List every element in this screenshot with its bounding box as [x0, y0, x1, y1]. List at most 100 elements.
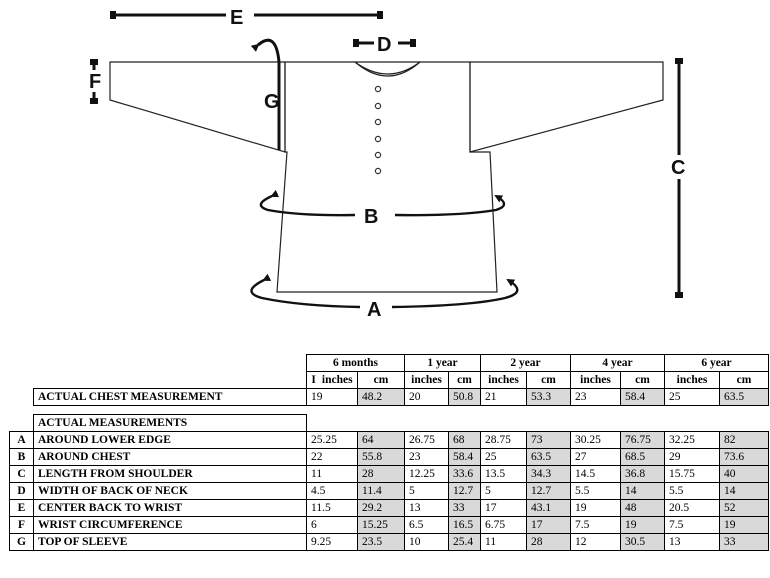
unit-cm: cm — [357, 371, 405, 389]
unit-cm: cm — [719, 371, 769, 389]
cell: 28.75 — [480, 431, 527, 449]
cell: 22 — [306, 448, 358, 466]
cell: 25.25 — [306, 431, 358, 449]
dimension-g — [250, 38, 281, 150]
cell: 50.8 — [448, 388, 481, 406]
row-label: AROUND LOWER EDGE — [33, 431, 307, 449]
cell: 30.5 — [620, 533, 665, 551]
cell: 11.5 — [306, 499, 358, 517]
dimension-d — [353, 32, 416, 54]
label-a: A — [367, 299, 381, 321]
row-letter: A — [9, 431, 34, 449]
cell: 23.5 — [357, 533, 405, 551]
cell: 33 — [448, 499, 481, 517]
cell: 19 — [719, 516, 769, 534]
cell: 26.75 — [404, 431, 449, 449]
row-label: WIDTH OF BACK OF NECK — [33, 482, 307, 500]
label-b: B — [364, 206, 378, 228]
cell: 12 — [570, 533, 621, 551]
label-c: C — [671, 157, 685, 179]
cell: 30.25 — [570, 431, 621, 449]
cell: 15.75 — [664, 465, 720, 483]
row-label: TOP OF SLEEVE — [33, 533, 307, 551]
size-1-year: 1 year — [404, 354, 481, 372]
dimension-a — [250, 273, 519, 309]
cell: 68.5 — [620, 448, 665, 466]
cell: 21 — [480, 388, 527, 406]
cell: 19 — [570, 499, 621, 517]
cell: 25 — [480, 448, 527, 466]
cell: 11 — [480, 533, 527, 551]
cell: 32.25 — [664, 431, 720, 449]
cell: 82 — [719, 431, 769, 449]
cell: 14 — [719, 482, 769, 500]
cell: 20 — [404, 388, 449, 406]
cell: 13 — [404, 499, 449, 517]
row-letter: B — [9, 448, 34, 466]
cell: 36.8 — [620, 465, 665, 483]
dimension-e — [110, 4, 383, 26]
dimension-c — [670, 58, 690, 298]
unit-cm: cm — [448, 371, 481, 389]
cell: 12.25 — [404, 465, 449, 483]
row-letter: G — [9, 533, 34, 551]
cell: 33.6 — [448, 465, 481, 483]
cell: 17 — [480, 499, 527, 517]
size-6-year: 6 year — [664, 354, 769, 372]
cell: 63.5 — [526, 448, 571, 466]
cell: 6 — [306, 516, 358, 534]
size-2-year: 2 year — [480, 354, 571, 372]
spacer-row — [10, 406, 769, 415]
cell: 28 — [526, 533, 571, 551]
cell: 6.75 — [480, 516, 527, 534]
chest-label: ACTUAL CHEST MEASUREMENT — [33, 388, 307, 406]
cell: 4.5 — [306, 482, 358, 500]
cell: 63.5 — [719, 388, 769, 406]
cell: 7.5 — [570, 516, 621, 534]
cell: 73.6 — [719, 448, 769, 466]
cell: 28 — [357, 465, 405, 483]
chest-measurement-row: ACTUAL CHEST MEASUREMENT 19 48.2 20 50.8… — [10, 388, 769, 406]
cell: 12.7 — [526, 482, 571, 500]
cell: 34.3 — [526, 465, 571, 483]
cell: 29.2 — [357, 499, 405, 517]
section-header-row: ACTUAL MEASUREMENTS — [10, 414, 769, 432]
cell: 7.5 — [664, 516, 720, 534]
cell: 58.4 — [620, 388, 665, 406]
cell: 11.4 — [357, 482, 405, 500]
label-e: E — [230, 7, 243, 29]
cell: 25 — [664, 388, 720, 406]
cell: 5.5 — [664, 482, 720, 500]
unit-cm: cm — [620, 371, 665, 389]
dimension-b — [259, 189, 506, 217]
size-4-year: 4 year — [570, 354, 665, 372]
row-label: CENTER BACK TO WRIST — [33, 499, 307, 517]
row-letter: C — [9, 465, 34, 483]
cell: 25.4 — [448, 533, 481, 551]
cell: 19 — [306, 388, 358, 406]
row-letter: E — [9, 499, 34, 517]
cell: 16.5 — [448, 516, 481, 534]
cell: 13.5 — [480, 465, 527, 483]
cell: 48 — [620, 499, 665, 517]
cell: 76.75 — [620, 431, 665, 449]
cell: 58.4 — [448, 448, 481, 466]
row-letter: D — [9, 482, 34, 500]
cell: 43.1 — [526, 499, 571, 517]
unit-inches: inches — [570, 371, 621, 389]
cell: 64 — [357, 431, 405, 449]
cell: 52 — [719, 499, 769, 517]
cell: 17 — [526, 516, 571, 534]
cell: 6.5 — [404, 516, 449, 534]
label-f: F — [89, 71, 101, 93]
dimension-f — [88, 59, 102, 104]
cell: 68 — [448, 431, 481, 449]
